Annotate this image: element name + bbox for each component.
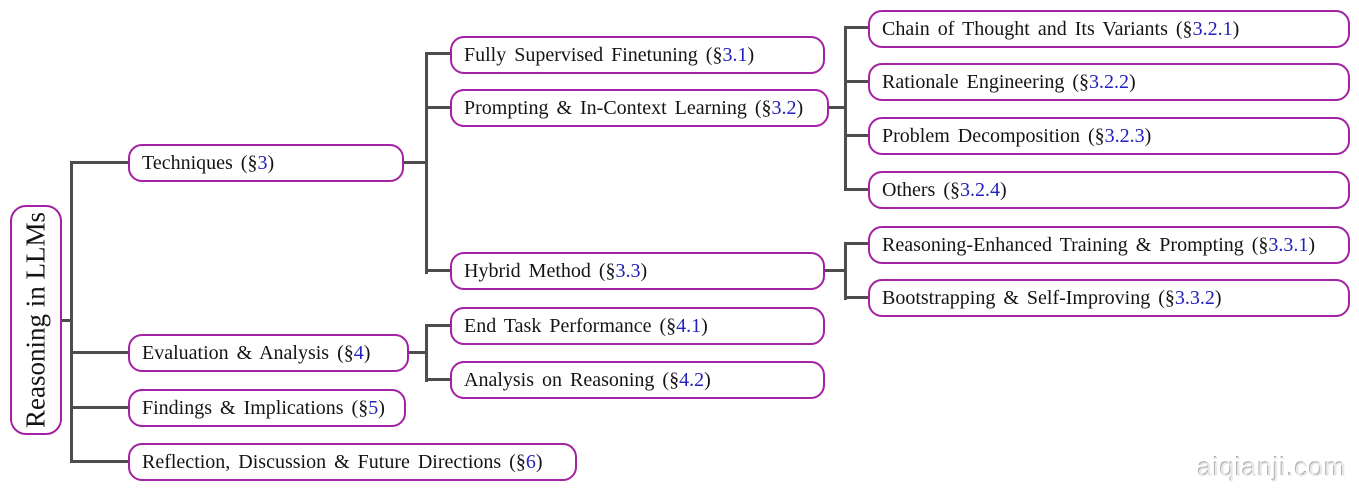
node-label-close: ) [999,178,1007,201]
node-label-text: Evaluation & Analysis (§ [142,341,354,364]
connector-line [70,161,128,164]
node-bootstrapping-self-improving: Bootstrapping & Self-Improving (§3.3.2) [868,279,1350,317]
node-chain-of-thought: Chain of Thought and Its Variants (§3.2.… [868,10,1350,48]
section-link[interactable]: 3 [257,151,268,174]
section-link[interactable]: 4 [353,341,364,364]
node-label-close: ) [1214,286,1222,309]
connector-line [70,161,73,463]
node-label-close: ) [363,341,371,364]
node-label-text: Techniques (§ [142,151,258,174]
connector-line [825,269,847,272]
node-fully-supervised-finetuning: Fully Supervised Finetuning (§3.1) [450,36,825,74]
node-label-close: ) [1129,70,1136,93]
connector-line [844,242,868,245]
node-label-close: ) [747,43,755,66]
node-label-text: Hybrid Method (§ [464,259,616,282]
section-link[interactable]: 3.2 [771,96,797,119]
node-label-close: ) [796,96,804,119]
node-findings-implications: Findings & Implications (§5) [128,389,406,427]
connector-line [829,106,847,109]
connector-line [844,26,847,191]
node-rationale-engineering: Rationale Engineering (§3.2.2) [868,63,1350,101]
node-label-text: Chain of Thought and Its Variants (§ [882,17,1193,40]
section-link[interactable]: 6 [525,450,536,473]
node-analysis-on-reasoning: Analysis on Reasoning (§4.2) [450,361,825,399]
connector-line [425,106,450,109]
connector-line [61,319,73,322]
watermark: aiqianji.com [1197,452,1347,482]
connector-line [844,242,847,300]
section-link[interactable]: 3.3 [615,259,641,282]
node-evaluation-analysis: Evaluation & Analysis (§4) [128,334,409,372]
node-label-text: Bootstrapping & Self-Improving (§ [882,286,1175,309]
connector-line [844,80,868,83]
node-others: Others (§3.2.4) [868,171,1350,209]
node-end-task-performance: End Task Performance (§4.1) [450,307,825,345]
section-link[interactable]: 4.2 [679,368,705,391]
section-link[interactable]: 3.3.1 [1268,233,1309,256]
node-label-close: ) [1144,124,1152,147]
node-label-close: ) [1232,17,1240,40]
connector-line [425,52,428,274]
connector-line [70,351,128,354]
connector-line [425,324,428,382]
connector-line [844,296,868,299]
node-label-text: Rationale Engineering (§ [882,70,1090,93]
connector-line [425,269,450,272]
node-label-text: Reflection, Discussion & Future Directio… [142,450,526,473]
connector-line [425,324,450,327]
node-label-close: ) [640,259,648,282]
connector-line [404,161,427,164]
connector-line [844,134,868,137]
node-label-close: ) [1308,233,1316,256]
node-techniques: Techniques (§3) [128,144,404,182]
node-reasoning-enhanced-training: Reasoning-Enhanced Training & Prompting … [868,226,1350,264]
node-label-text: End Task Performance (§ [464,314,677,337]
node-prompting-in-context-learning: Prompting & In-Context Learning (§3.2) [450,89,829,127]
node-label-close: ) [267,151,275,174]
node-reflection-discussion: Reflection, Discussion & Future Directio… [128,443,577,481]
section-link[interactable]: 3.1 [722,43,748,66]
node-root: Reasoning in LLMs [10,205,62,435]
connector-line [844,188,868,191]
section-link[interactable]: 3.2.4 [959,178,1000,201]
root-label: Reasoning in LLMs [20,212,51,428]
section-link[interactable]: 4.1 [676,314,702,337]
node-label-text: Fully Supervised Finetuning (§ [464,43,723,66]
node-label-close: ) [704,368,711,391]
connector-line [425,52,450,55]
node-problem-decomposition: Problem Decomposition (§3.2.3) [868,117,1350,155]
node-label-close: ) [378,396,385,419]
section-link[interactable]: 3.2.2 [1089,70,1130,93]
section-link[interactable]: 3.3.2 [1174,286,1215,309]
node-label-text: Reasoning-Enhanced Training & Prompting … [882,233,1269,256]
node-label-text: Findings & Implications (§ [142,396,369,419]
node-label-text: Problem Decomposition (§ [882,124,1105,147]
node-label-text: Others (§ [882,178,960,201]
connector-line [70,406,128,409]
node-label-close: ) [701,314,708,337]
section-link[interactable]: 3.2.3 [1104,124,1145,147]
connector-line [425,378,450,381]
section-link[interactable]: 5 [368,396,379,419]
connector-line [844,26,868,29]
section-link[interactable]: 3.2.1 [1192,17,1233,40]
node-hybrid-method: Hybrid Method (§3.3) [450,252,825,290]
node-label-text: Prompting & In-Context Learning (§ [464,96,772,119]
connector-line [70,460,128,463]
node-label-close: ) [535,450,543,473]
node-label-text: Analysis on Reasoning (§ [464,368,680,391]
connector-line [409,351,427,354]
